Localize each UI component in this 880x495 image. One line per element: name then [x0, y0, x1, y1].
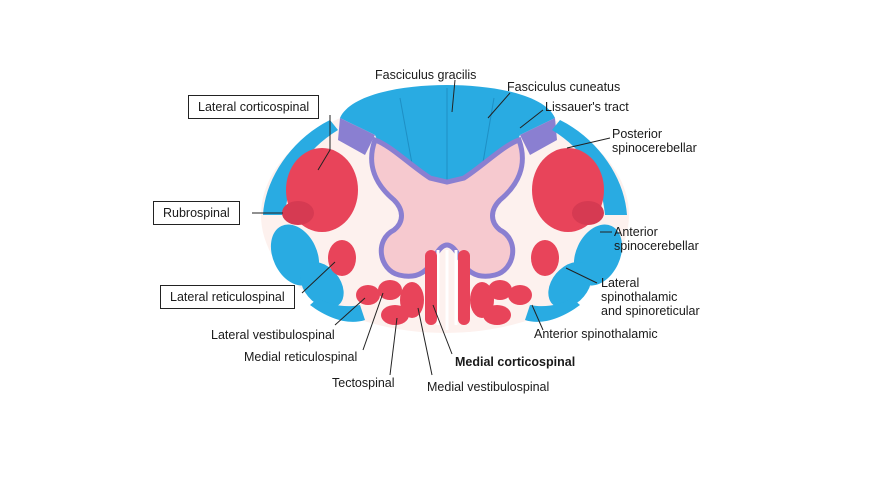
anterior-spinothalamic-left [310, 298, 365, 322]
tectospinal-left [381, 305, 409, 325]
lateral-reticulospinal-right [531, 240, 559, 276]
label-tectospinal: Tectospinal [332, 376, 395, 390]
leader-anterior-spinothalamic [531, 304, 544, 331]
label-lateral-spinothalamic: Lateral spinothalamic and spinoreticular [601, 276, 700, 318]
rubrospinal-right [572, 201, 604, 225]
tectospinal-right [483, 305, 511, 325]
label-posterior-spinocerebellar-line2: spinocerebellar [612, 141, 697, 155]
medial-corticospinal-right [458, 250, 470, 325]
lateral-spinothalamic-left [300, 261, 344, 309]
label-anterior-spinocerebellar-line1: Anterior [614, 225, 658, 239]
leader-lines [252, 79, 612, 376]
label-fasciculus-gracilis: Fasciculus gracilis [375, 68, 477, 82]
lateral-vestibulospinal-left [356, 285, 380, 305]
leader-fasciculus-cuneatus [487, 92, 511, 119]
label-medial-vestibulospinal: Medial vestibulospinal [427, 380, 550, 394]
label-anterior-spinocerebellar: Anterior spinocerebellar [614, 225, 699, 253]
label-medial-reticulospinal: Medial reticulospinal [244, 350, 358, 364]
label-anterior-spinocerebellar-line2: spinocerebellar [614, 239, 699, 253]
anterior-median-fissure [436, 250, 458, 330]
label-medial-corticospinal: Medial corticospinal [455, 355, 576, 369]
label-lateral-spinothalamic-line3: and spinoreticular [601, 304, 700, 318]
lateral-reticulospinal-left [328, 240, 356, 276]
leader-lateral-corticospinal [317, 115, 331, 171]
anterior-spinothalamic-right [525, 298, 580, 322]
rubrospinal-left [282, 201, 314, 225]
leader-medial-vestibulospinal [417, 307, 433, 376]
label-lateral-spinothalamic-line1: Lateral [601, 276, 640, 290]
label-posterior-spinocerebellar-line1: Posterior [612, 127, 663, 141]
lateral-spinothalamic-right [548, 261, 592, 309]
lateral-vestibulospinal-right [508, 285, 532, 305]
label-rubrospinal: Rubrospinal [153, 201, 240, 225]
posterior-spinocerebellar-right [552, 120, 627, 215]
leader-posterior-spinocerebellar [566, 137, 611, 149]
label-fasciculus-cuneatus: Fasciculus cuneatus [507, 80, 621, 94]
leader-tectospinal [389, 317, 398, 376]
label-posterior-spinocerebellar: Posterior spinocerebellar [612, 127, 697, 155]
leader-lateral-spinothalamic [565, 267, 598, 284]
leader-lateral-vestibulospinal [334, 297, 366, 326]
lissauer-tract-left [338, 118, 375, 155]
label-lissauers-tract: Lissauer's tract [545, 100, 629, 114]
label-lateral-reticulospinal: Lateral reticulospinal [160, 285, 295, 309]
label-anterior-spinothalamic: Anterior spinothalamic [534, 327, 658, 341]
leader-fasciculus-gracilis [451, 79, 456, 113]
medial-reticulospinal-right [488, 280, 512, 300]
leader-lateral-reticulospinal [301, 261, 336, 294]
label-lateral-vestibulospinal: Lateral vestibulospinal [211, 328, 335, 342]
label-lateral-corticospinal: Lateral corticospinal [188, 95, 320, 119]
lissauer-tract-right [520, 118, 557, 155]
posterior-spinocerebellar-left [263, 120, 338, 215]
medial-reticulospinal-left [378, 280, 402, 300]
leader-medial-corticospinal [432, 304, 453, 355]
medial-corticospinal-left [425, 250, 437, 325]
label-lateral-spinothalamic-line2: spinothalamic [601, 290, 678, 304]
leader-medial-reticulospinal [362, 292, 384, 351]
leader-lissauers-tract [519, 109, 544, 129]
